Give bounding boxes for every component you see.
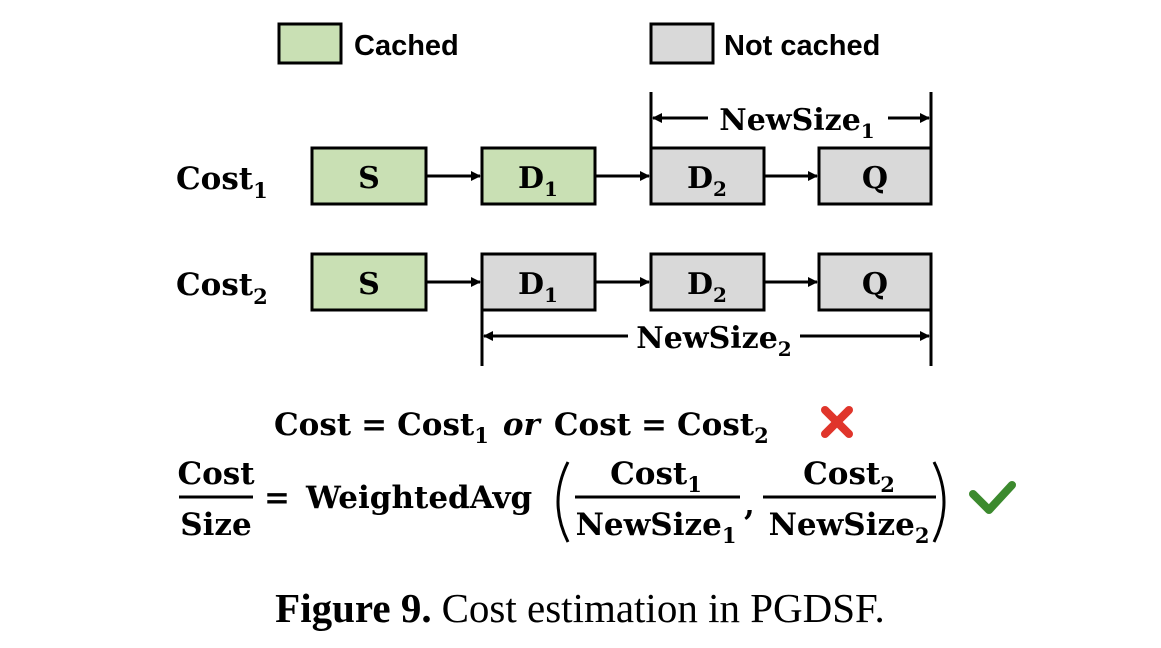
node-q-label: Q [862, 267, 888, 302]
row-label-cost-1: Cost1 [176, 161, 268, 203]
arg2-numerator: Cost2 [803, 456, 895, 497]
row-cost-1: Cost1 S D1 D2 Q NewSize1 [176, 92, 933, 206]
node-s-label: S [358, 161, 380, 196]
node-q [817, 252, 933, 312]
legend-not-cached-label: Not cached [724, 30, 880, 62]
weighted-avg-func: WeightedAvg [305, 480, 532, 516]
span-label-newsize-1: NewSize1 [719, 103, 874, 143]
node-q [817, 146, 933, 206]
check-icon [969, 481, 1016, 514]
span-label-newsize-2: NewSize2 [636, 321, 791, 361]
node-s [310, 252, 428, 312]
cross-icon [821, 406, 853, 438]
right-paren [932, 461, 946, 543]
figure-caption: Figure 9.Cost estimation in PGDSF. [275, 585, 885, 631]
arg1-denominator: NewSize1 [576, 507, 737, 548]
legend-not-cached-swatch [649, 22, 715, 65]
node-d1-label: D1 [518, 161, 558, 201]
arg1-numerator: Cost1 [610, 456, 702, 497]
row-cost-2: Cost2 S D1 D2 Q NewSize2 [176, 252, 933, 366]
node-s [310, 146, 428, 206]
arg-comma: , [744, 487, 755, 523]
left-paren [556, 461, 570, 543]
node-d2 [649, 146, 766, 206]
node-d1 [480, 252, 597, 312]
legend-cached-swatch [277, 22, 343, 65]
node-d2-label: D2 [687, 161, 727, 201]
node-q-label: Q [862, 161, 888, 196]
equals-sign: = [264, 480, 290, 516]
node-s-label: S [358, 267, 380, 302]
row-label-cost-2: Cost2 [176, 267, 268, 309]
arg2-denominator: NewSize2 [769, 507, 930, 548]
equation-accepted: Cost Size = WeightedAvg Cost1 NewSize1 ,… [177, 456, 1016, 548]
legend-cached-label: Cached [354, 30, 459, 62]
node-d1 [480, 146, 597, 206]
frac-cost: Cost [177, 456, 255, 492]
frac-size: Size [180, 507, 252, 543]
legend: Cached Not cached [277, 22, 880, 65]
node-d2-label: D2 [687, 267, 727, 307]
node-d1-label: D1 [518, 267, 558, 307]
